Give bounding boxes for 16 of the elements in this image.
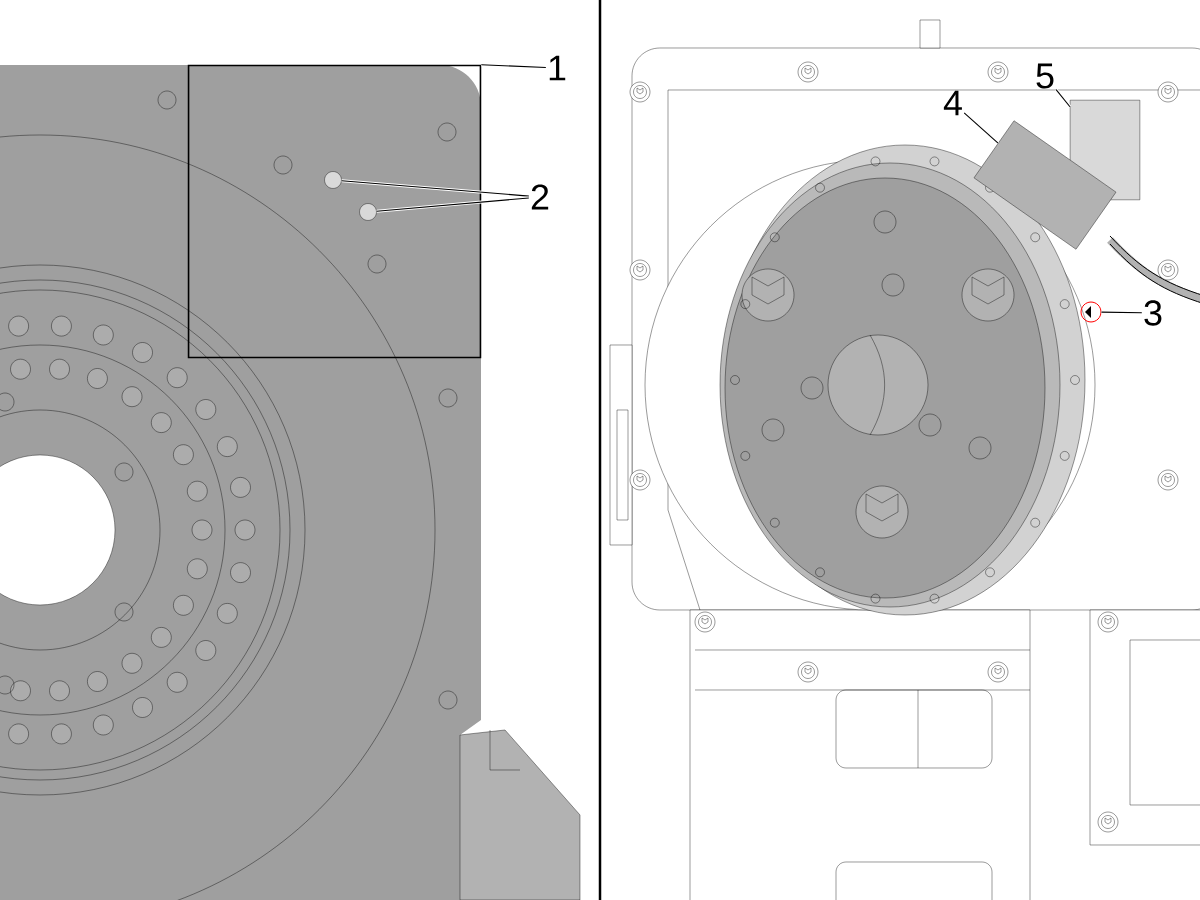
callout-number: 1 — [549, 55, 566, 81]
hole — [324, 171, 342, 189]
callout-number: 2 — [531, 184, 549, 210]
outlined-area — [187, 64, 482, 359]
leader-line — [480, 63, 547, 69]
callout-number: 5 — [1036, 63, 1054, 89]
callout-number: 4 — [943, 90, 962, 116]
marker-circle — [1080, 301, 1102, 323]
leader-line — [341, 179, 530, 198]
sensor-box — [973, 120, 1117, 250]
callout-number: 3 — [1144, 300, 1162, 326]
leader-line — [963, 111, 1000, 145]
leader-line — [1054, 88, 1072, 108]
hole — [359, 203, 377, 221]
leader-line — [1100, 310, 1143, 315]
leader-line — [376, 196, 530, 213]
